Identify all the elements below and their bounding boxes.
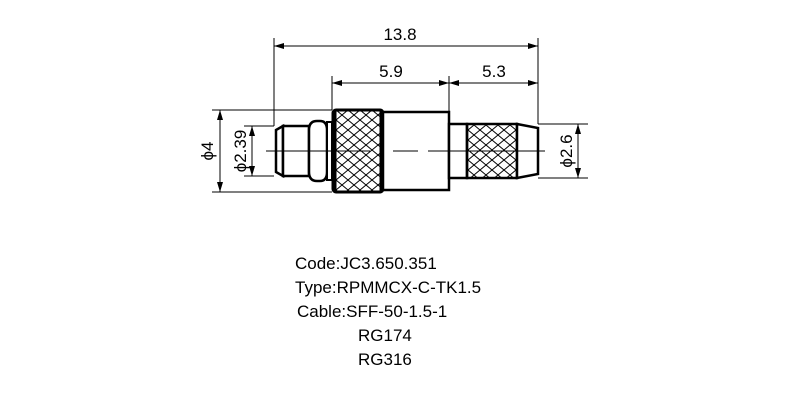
spec-code: Code:JC3.650.351 xyxy=(295,254,437,273)
dim-front-body-length: 5.9 xyxy=(379,62,403,81)
spec-type: Type:RPMMCX-C-TK1.5 xyxy=(295,278,482,297)
spec-cable-alt2: RG316 xyxy=(358,350,412,369)
dim-rear-sleeve-length: 5.3 xyxy=(482,62,506,81)
spec-cable-alt1: RG174 xyxy=(358,326,412,345)
dim-sleeve-diameter: ϕ2.6 xyxy=(557,134,576,167)
dim-outer-diameter: ϕ4 xyxy=(198,142,217,161)
dimension-lines xyxy=(217,43,581,192)
dim-pin-diameter: ϕ2.39 xyxy=(231,130,250,173)
spec-cable: Cable:SFF-50-1.5-1 xyxy=(297,302,448,321)
dim-overall-length: 13.8 xyxy=(383,25,416,44)
